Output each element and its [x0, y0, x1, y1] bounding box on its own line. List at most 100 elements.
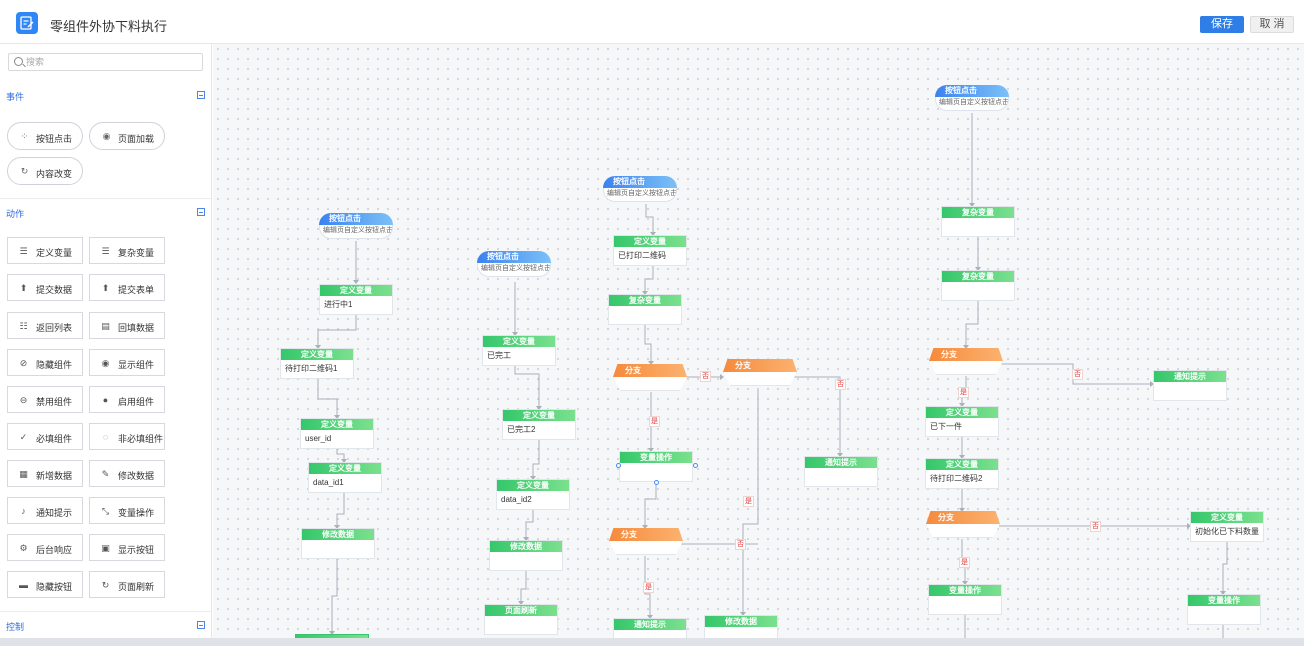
- flow-event-node[interactable]: 按钮点击 编辑页自定义按钮点击: [319, 213, 393, 239]
- flow-action-node[interactable]: 定义变量已完工2: [502, 409, 576, 440]
- action-item-required-component[interactable]: ✓必填组件: [7, 423, 83, 450]
- action-item-define-variable[interactable]: ☰定义变量: [7, 237, 83, 264]
- flow-event-node[interactable]: 按钮点击 编辑页自定义按钮点击: [935, 85, 1009, 111]
- flow-action-node[interactable]: 修改数据: [489, 540, 563, 571]
- flow-action-node[interactable]: 定义变量待打印二维码1: [280, 348, 354, 379]
- section-title-control: 控制: [6, 622, 25, 632]
- action-item-disable-component[interactable]: ⊖禁用组件: [7, 386, 83, 413]
- action-item-hide-button[interactable]: ▬隐藏按钮: [7, 571, 83, 598]
- horizontal-scrollbar[interactable]: [0, 638, 1304, 646]
- refresh-icon: ↻: [101, 580, 110, 590]
- page-title: 零组件外协下料执行: [50, 19, 168, 34]
- section-title-events: 事件: [6, 92, 25, 102]
- connector-port[interactable]: [693, 463, 698, 468]
- flow-action-node[interactable]: 定义变量已完工: [482, 335, 556, 366]
- flow-action-node[interactable]: [295, 634, 369, 638]
- action-item-notify[interactable]: ♪通知提示: [7, 497, 83, 524]
- search-box[interactable]: [8, 53, 203, 71]
- action-item-fill-data[interactable]: ▤回填数据: [89, 312, 165, 339]
- edge-label-no: 否: [835, 379, 846, 390]
- upload-icon: ⬆: [19, 283, 28, 293]
- flow-action-node[interactable]: 修改数据: [301, 528, 375, 559]
- event-item-button-click[interactable]: ⁘ 按钮点击: [7, 122, 83, 150]
- list-icon: ☰: [19, 246, 28, 256]
- flow-branch-node[interactable]: 分支: [929, 348, 1003, 376]
- flow-action-node[interactable]: 定义变量待打印二维码2: [925, 458, 999, 489]
- action-item-submit-data[interactable]: ⬆提交数据: [7, 274, 83, 301]
- action-item-return-list[interactable]: ☷返回列表: [7, 312, 83, 339]
- action-item-add-data[interactable]: ▦新增数据: [7, 460, 83, 487]
- collapse-events-icon[interactable]: [197, 91, 205, 99]
- flow-action-node[interactable]: 变量操作: [928, 584, 1002, 615]
- search-icon: [14, 57, 23, 66]
- flow-action-node[interactable]: 定义变量已打印二维码: [613, 235, 687, 266]
- collapse-actions-icon[interactable]: [197, 208, 205, 216]
- upload-icon: ⬆: [101, 283, 110, 293]
- collapse-control-icon[interactable]: [197, 621, 205, 629]
- action-item-page-refresh[interactable]: ↻页面刷新: [89, 571, 165, 598]
- edge-label-yes: 是: [959, 557, 970, 568]
- flow-action-node[interactable]: 定义变量进行中1: [319, 284, 393, 315]
- flow-action-node[interactable]: 变量操作: [1187, 594, 1261, 625]
- flow-action-node[interactable]: 复杂变量: [608, 294, 682, 325]
- save-button[interactable]: 保存: [1200, 16, 1244, 33]
- list-icon: ☰: [101, 246, 110, 256]
- action-item-submit-form[interactable]: ⬆提交表单: [89, 274, 165, 301]
- edge-label-no: 否: [700, 371, 711, 382]
- action-item-enable-component[interactable]: ●启用组件: [89, 386, 165, 413]
- connector-port[interactable]: [654, 480, 659, 485]
- search-input[interactable]: [26, 55, 196, 69]
- flow-branch-node[interactable]: 分支: [723, 359, 797, 387]
- flow-action-node[interactable]: 通知提示: [613, 618, 687, 638]
- flow-action-node[interactable]: 通知提示: [804, 456, 878, 487]
- action-item-optional-component[interactable]: ◌非必填组件: [89, 423, 165, 450]
- flow-action-node[interactable]: 复杂变量: [941, 206, 1015, 237]
- event-item-content-change[interactable]: ↻ 内容改变: [7, 157, 83, 185]
- connector-port[interactable]: [616, 463, 621, 468]
- flow-action-node[interactable]: 页面刷新: [484, 604, 558, 635]
- required-icon: ✓: [19, 432, 28, 442]
- flow-action-node[interactable]: 定义变量初始化已下料数量: [1190, 511, 1264, 542]
- flow-action-node[interactable]: 复杂变量: [941, 270, 1015, 301]
- flow-branch-node[interactable]: 分支: [613, 364, 687, 392]
- list-return-icon: ☷: [19, 321, 28, 331]
- edit-icon: ✎: [101, 469, 110, 479]
- action-item-show-component[interactable]: ◉显示组件: [89, 349, 165, 376]
- flow-action-node[interactable]: 修改数据: [704, 615, 778, 638]
- enable-icon: ●: [102, 395, 109, 405]
- flow-branch-node[interactable]: 分支: [926, 511, 1000, 539]
- bell-icon: ♪: [21, 506, 26, 516]
- flow-action-node[interactable]: 通知提示: [1153, 370, 1227, 401]
- page-load-icon: ◉: [102, 131, 111, 141]
- top-header: 零组件外协下料执行 保存 取 消: [0, 0, 1304, 44]
- server-icon: ⚙: [19, 543, 28, 553]
- edge-label-yes: 是: [958, 387, 969, 398]
- flow-event-node[interactable]: 按钮点击 编辑页自定义按钮点击: [477, 251, 551, 277]
- hide-button-icon: ▬: [19, 580, 28, 590]
- app-logo-icon: [16, 12, 38, 34]
- event-item-page-load[interactable]: ◉ 页面加载: [89, 122, 165, 150]
- eye-off-icon: ⊘: [19, 358, 28, 368]
- action-item-edit-data[interactable]: ✎修改数据: [89, 460, 165, 487]
- edge-label-yes: 是: [743, 496, 754, 507]
- action-item-server-response[interactable]: ⚙后台响应: [7, 534, 83, 561]
- flow-connectors: [315, 113, 1228, 638]
- flow-event-node[interactable]: 按钮点击 编辑页自定义按钮点击: [603, 176, 677, 202]
- action-item-complex-variable[interactable]: ☰复杂变量: [89, 237, 165, 264]
- flow-canvas[interactable]: 按钮点击 编辑页自定义按钮点击 定义变量进行中1 定义变量待打印二维码1 定义变…: [213, 44, 1304, 638]
- flow-branch-node[interactable]: 分支: [609, 528, 683, 556]
- action-item-show-button[interactable]: ▣显示按钮: [89, 534, 165, 561]
- pointer-click-icon: ⁘: [20, 131, 29, 141]
- disable-icon: ⊖: [19, 395, 28, 405]
- edge-label-no: 否: [1072, 369, 1083, 380]
- section-divider: [0, 198, 211, 199]
- action-item-variable-op[interactable]: ⤡变量操作: [89, 497, 165, 524]
- cancel-button[interactable]: 取 消: [1250, 16, 1294, 33]
- section-divider: [0, 611, 211, 612]
- action-item-hide-component[interactable]: ⊘隐藏组件: [7, 349, 83, 376]
- flow-action-node[interactable]: 定义变量已下一件: [925, 406, 999, 437]
- flow-action-node[interactable]: 变量操作: [619, 451, 693, 482]
